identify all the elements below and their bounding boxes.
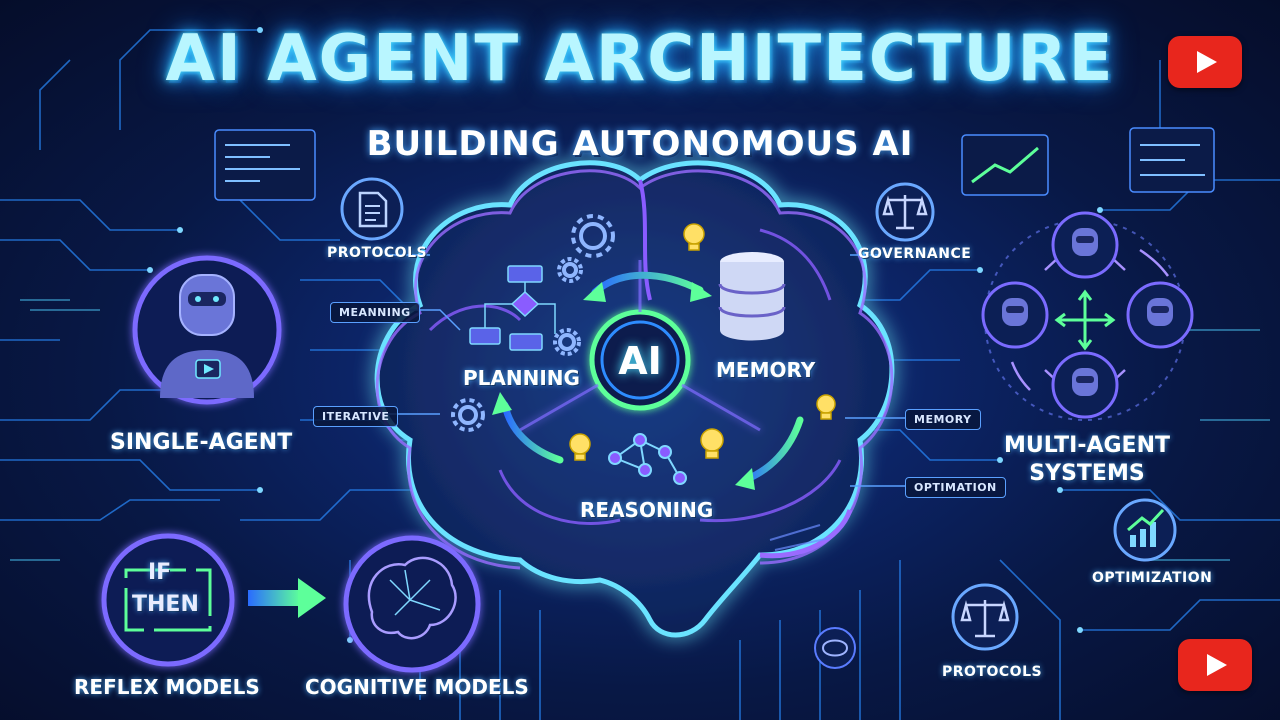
protocols-label: PROTOCOLS — [327, 245, 428, 261]
multi-agent-network — [981, 211, 1194, 421]
then-text: THEN — [132, 592, 199, 617]
youtube-play-icon-bottom[interactable] — [1178, 639, 1252, 691]
protocols-bottom-label: PROTOCOLS — [942, 664, 1043, 680]
youtube-play-icon[interactable] — [1168, 36, 1242, 88]
arrow-heads — [492, 282, 755, 490]
code-screen-left — [214, 129, 316, 201]
single-agent-robot — [132, 255, 282, 405]
meanning-tag: MEANNING — [330, 302, 420, 323]
reasoning-label: REASONING — [580, 498, 714, 522]
iterative-tag: ITERATIVE — [313, 406, 399, 427]
ai-core-ring — [519, 260, 761, 432]
memory-tag: MEMORY — [905, 409, 981, 430]
multi-agent-label: MULTI-AGENT SYSTEMS — [1002, 432, 1172, 488]
page-title: AI AGENT ARCHITECTURE — [165, 22, 1115, 96]
right-arrow — [248, 578, 326, 618]
reflex-models-label: REFLEX MODELS — [74, 675, 260, 699]
scales-icon-bottom — [951, 583, 1019, 651]
planning-label: PLANNING — [463, 366, 580, 390]
flowchart-icon — [469, 265, 556, 351]
data-streams — [10, 299, 1270, 561]
optimation-tag: OPTIMATION — [905, 477, 1006, 498]
memory-label: MEMORY — [716, 358, 816, 382]
brain-icon — [343, 535, 481, 673]
mask-icon — [814, 627, 856, 669]
multi-agent-line2: SYSTEMS — [1029, 461, 1145, 486]
database-icon — [718, 252, 786, 341]
if-text: IF — [148, 560, 172, 585]
ai-core-label: AI — [618, 339, 662, 383]
reasoning-network — [608, 433, 687, 485]
governance-label: GOVERNANCE — [858, 246, 972, 262]
gear-icon — [451, 214, 615, 432]
page-subtitle: BUILDING AUTONOMOUS AI — [366, 124, 914, 164]
single-agent-label: SINGLE-AGENT — [110, 430, 293, 455]
scales-icon — [875, 182, 935, 242]
optimization-label: OPTIMIZATION — [1092, 570, 1213, 586]
chart-screen-right — [961, 127, 1215, 196]
document-icon — [340, 177, 404, 241]
cognitive-models-label: COGNITIVE MODELS — [305, 675, 529, 699]
lightbulb-icon — [569, 223, 836, 461]
multi-agent-line1: MULTI-AGENT — [1004, 433, 1170, 458]
growth-chart-icon — [1113, 498, 1177, 562]
if-then-badge — [101, 533, 235, 667]
